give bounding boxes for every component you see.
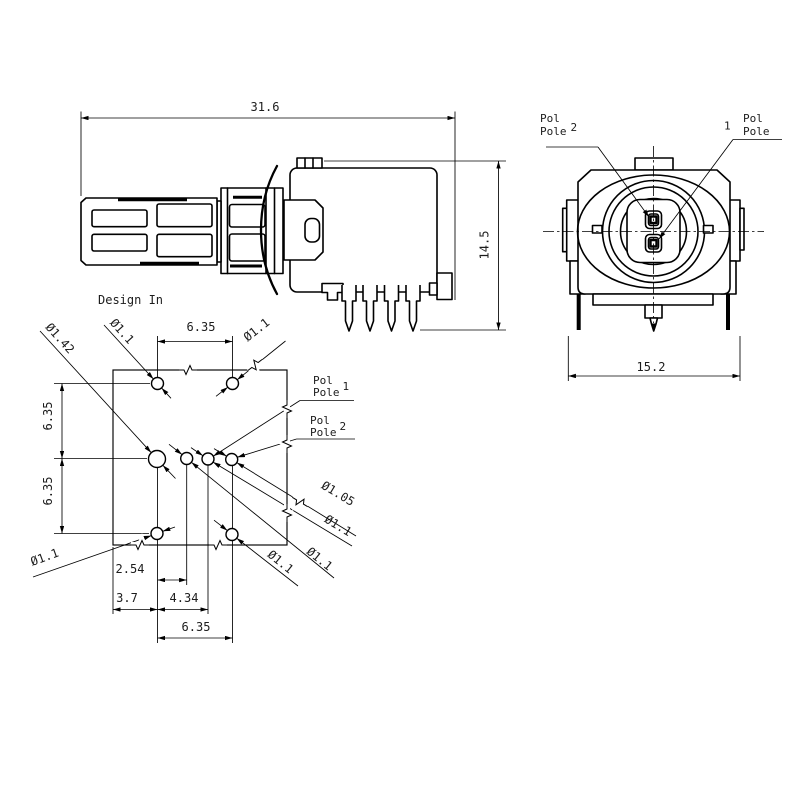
collar-slot [228,233,266,262]
pcb-pole2-pole: Pole [310,426,337,439]
dim-left-upper-635: 6.35 [41,402,55,431]
hole-bottom-left [150,526,164,541]
leader-dia-m1 [191,461,335,579]
dim-left-lower-635: 6.35 [41,477,55,506]
pole2-leader [597,146,650,218]
front-bottom-plate [592,293,714,306]
pcb-pole1-pol: Pol [313,374,333,387]
arrow-opposing [161,387,172,399]
hole-middle-3 [224,452,239,467]
leader-dia-bottom-right [236,537,299,587]
side-pin [341,285,357,332]
arrow-opposing [168,443,183,455]
side-pin [362,285,378,332]
pcb-pole2-num: 2 [340,420,347,433]
front-pole1-callout: 1 Pol Pole [658,112,782,240]
break-symbol [283,400,292,418]
pcb-pole1-num: 1 [343,380,350,393]
side-view: 31.6 14.5 [80,100,506,332]
side-view-dimensions: 31.6 14.5 [80,100,506,331]
shaft-slot [156,233,213,258]
front-top-tab [634,157,674,171]
dim-37: 3.7 [116,591,138,605]
hole-top-right [225,376,240,391]
side-bushing-flange [283,199,324,261]
pole2-pole-label: Pole [540,125,567,138]
pole1-leader [658,139,734,240]
dia-label-middle-1: Ø1.1 [304,544,335,573]
front-view-dimensions: 15.2 [567,336,741,381]
pcb-pole1-pole: Pole [313,386,340,399]
side-pin [405,285,421,332]
dia-label-top-left: Ø1.1 [107,316,137,347]
leader-dia-142 [39,330,152,453]
hole-middle-1 [179,451,194,466]
pole1-number: 1 [724,120,731,133]
dia-label-middle-left: Ø1.42 [43,320,78,356]
dia-label-bottom-left: Ø1.1 [29,546,61,569]
break-symbol [283,504,292,522]
hole-bottom-right [225,527,239,542]
pole2-pol-label: Pol [540,112,560,125]
side-pin [383,285,400,332]
side-top-tab [296,157,323,169]
dia-label-middle-3: Ø1.05 [319,478,357,509]
break-symbol [209,541,227,550]
leader-dia-m2 [212,461,353,547]
side-contact-left [591,224,603,234]
break-symbol [290,494,310,511]
arrow-opposing [162,464,176,479]
arrow-opposing [213,519,228,531]
front-leg-right [726,294,730,330]
dia-label-middle-2: Ø1.1 [322,512,354,539]
pcb-layout: Design In [29,293,357,643]
dim-top-635: 6.35 [187,320,216,334]
dim-254: 2.54 [116,562,145,576]
front-pin-tip [651,323,657,331]
shaft-slot [156,203,213,228]
dim-15-2: 15.2 [637,360,666,374]
break-symbol [283,435,292,453]
front-side-lip-left [561,207,568,253]
dim-bottom-635: 6.35 [182,620,211,634]
front-leg-left [576,294,581,330]
shaft-slot [91,209,148,228]
dim-434: 4.34 [170,591,199,605]
rotation-arc [259,164,279,296]
front-view: Pol Pole 2 1 Pol Pole 15.2 [540,112,782,381]
flange-slot [304,217,321,243]
pole1-pole-label: Pole [743,125,770,138]
terminal-upper-core [649,215,658,225]
side-contact-right [702,224,714,234]
hole-top-left [150,376,165,391]
pcb-pole2-pol: Pol [310,414,330,427]
pcb-pole2-callout: Pol Pole 2 [310,414,346,439]
design-in-title: Design In [98,293,163,307]
front-pole2-callout: Pol Pole 2 [540,112,650,218]
arrow-opposing [190,447,204,457]
hole-middle-2 [201,452,215,466]
arrow-opposing [215,386,229,397]
front-side-lip-right [739,207,745,251]
front-side-tab-left [565,199,580,262]
dim-31-6: 31.6 [251,100,280,114]
pole2-number: 2 [571,121,578,134]
pole1-pol-label: Pol [743,112,763,125]
hole-middle-left [147,449,167,469]
leader-dia-top-left [103,324,154,380]
pcb-pole1-callout: Pol Pole 1 [313,374,349,399]
side-mount-bracket [436,272,453,301]
arrow-opposing [213,448,227,457]
board-outline [112,369,288,546]
break-symbol [179,366,197,375]
dim-14-5: 14.5 [478,231,492,260]
side-mount-step [428,282,438,296]
dia-label-top-right: Ø1.1 [241,315,272,344]
side-lug [321,282,344,301]
pcb-dimensions: 6.35 6.35 6.35 2.54 3.7 4.34 6.35 [41,320,233,641]
shaft-slot [91,233,148,252]
arrow-opposing [162,526,176,532]
collar-slot [228,203,266,228]
